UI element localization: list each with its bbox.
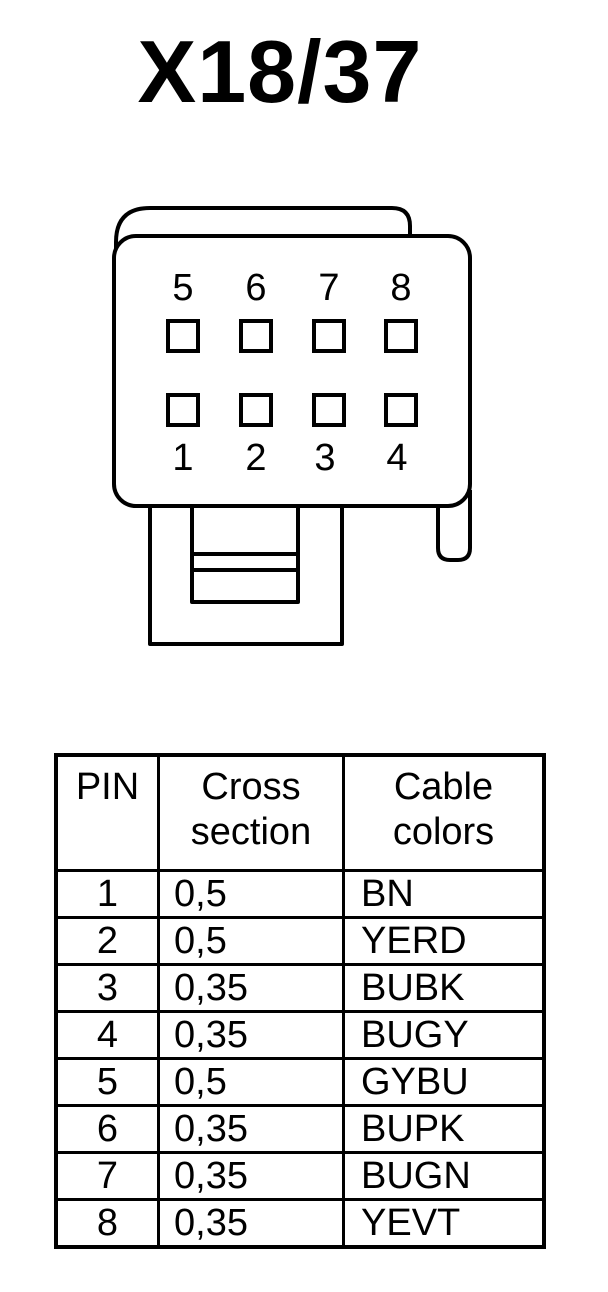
cable-color-cell: BUPK bbox=[342, 1104, 546, 1154]
cable-color-cell: YERD bbox=[342, 916, 546, 966]
cable-color-cell: BUGN bbox=[342, 1151, 546, 1201]
cross-section-cell: 0,5 bbox=[157, 916, 345, 966]
connector-title: X18/37 bbox=[137, 22, 423, 121]
cross-section-cell: 0,35 bbox=[157, 963, 345, 1013]
cable-color-cell: BN bbox=[342, 869, 546, 919]
table-row: 5 0,5 GYBU bbox=[54, 1057, 546, 1107]
pin-label-7: 7 bbox=[318, 267, 339, 309]
pin-cell: 6 bbox=[54, 1104, 160, 1154]
cable-color-cell: BUGY bbox=[342, 1010, 546, 1060]
cross-section-cell: 0,35 bbox=[157, 1151, 345, 1201]
pin-5-socket bbox=[166, 319, 200, 353]
pin-cell: 7 bbox=[54, 1151, 160, 1201]
pin-label-4: 4 bbox=[386, 437, 407, 479]
pin-cell: 5 bbox=[54, 1057, 160, 1107]
cross-section-cell: 0,5 bbox=[157, 869, 345, 919]
cross-section-cell: 0,35 bbox=[157, 1198, 345, 1249]
connector-diagram: 5 6 7 8 1 2 3 4 bbox=[112, 206, 472, 646]
pin-1-socket bbox=[166, 393, 200, 427]
cross-section-cell: 0,35 bbox=[157, 1010, 345, 1060]
pin-label-5: 5 bbox=[172, 267, 193, 309]
table-row: 2 0,5 YERD bbox=[54, 916, 546, 966]
pin-label-8: 8 bbox=[390, 267, 411, 309]
pin-label-3: 3 bbox=[314, 437, 335, 479]
pin-label-2: 2 bbox=[245, 437, 266, 479]
pin-6-socket bbox=[239, 319, 273, 353]
table-row: 4 0,35 BUGY bbox=[54, 1010, 546, 1060]
pin-2-socket bbox=[239, 393, 273, 427]
table-row: 6 0,35 BUPK bbox=[54, 1104, 546, 1154]
cable-color-cell: GYBU bbox=[342, 1057, 546, 1107]
pin-7-socket bbox=[312, 319, 346, 353]
table-row: 7 0,35 BUGN bbox=[54, 1151, 546, 1201]
table-row: 1 0,5 BN bbox=[54, 869, 546, 919]
connector-back-housing bbox=[114, 206, 412, 243]
pin-cell: 4 bbox=[54, 1010, 160, 1060]
pin-label-1: 1 bbox=[172, 437, 193, 479]
pin-cell: 2 bbox=[54, 916, 160, 966]
pin-cell: 3 bbox=[54, 963, 160, 1013]
header-pin: PIN bbox=[54, 753, 160, 872]
connector-housing bbox=[112, 234, 472, 508]
cross-section-cell: 0,35 bbox=[157, 1104, 345, 1154]
table-row: 3 0,35 BUBK bbox=[54, 963, 546, 1013]
pin-3-socket bbox=[312, 393, 346, 427]
pin-cell: 1 bbox=[54, 869, 160, 919]
cable-color-cell: YEVT bbox=[342, 1198, 546, 1249]
pin-label-6: 6 bbox=[245, 267, 266, 309]
cross-section-cell: 0,5 bbox=[157, 1057, 345, 1107]
connector-latch bbox=[436, 490, 472, 562]
pin-4-socket bbox=[384, 393, 418, 427]
table-row: 8 0,35 YEVT bbox=[54, 1198, 546, 1249]
cable-color-cell: BUBK bbox=[342, 963, 546, 1013]
connector-cable-block bbox=[148, 506, 344, 646]
pin-cell: 8 bbox=[54, 1198, 160, 1249]
pin-8-socket bbox=[384, 319, 418, 353]
